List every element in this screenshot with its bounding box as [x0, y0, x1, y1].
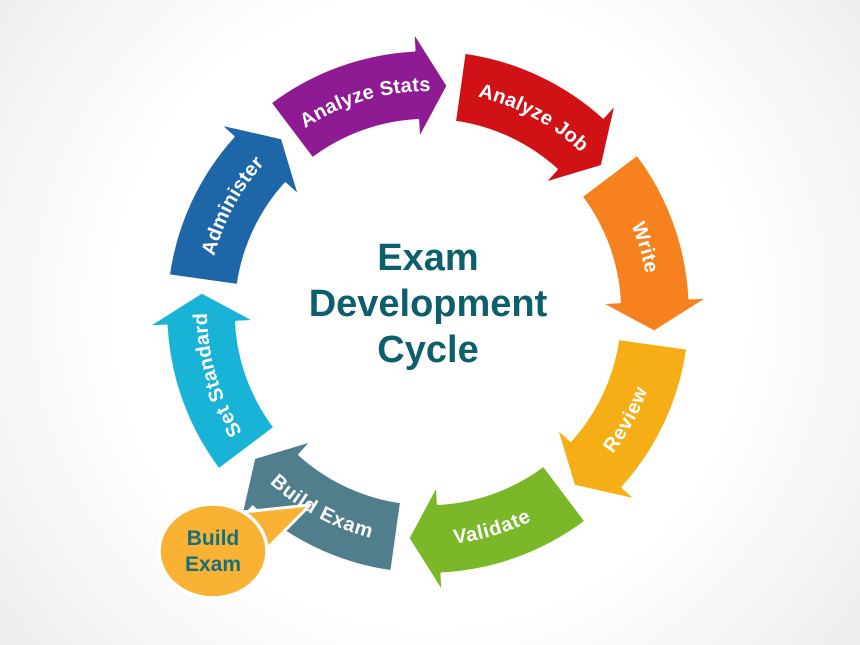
segment-analyze-stats: Analyze Stats — [269, 29, 450, 160]
segment-set-standard: Set Standard — [145, 290, 276, 471]
segment-arrow-validate — [406, 464, 587, 595]
callout-text-line: Exam — [185, 553, 241, 576]
segment-arrow-write — [580, 153, 711, 334]
segment-arrow-administer — [167, 122, 301, 287]
diagram-title-line: Cycle — [377, 329, 478, 371]
callout-text-line: Build — [187, 527, 240, 550]
segment-arrow-analyze-stats — [269, 29, 450, 160]
segment-administer: Administer — [167, 122, 301, 287]
segment-arrow-review — [555, 337, 689, 502]
diagram-title-line: Development — [309, 283, 548, 325]
diagram-title-line: Exam — [377, 237, 478, 279]
callout-bubble — [157, 502, 269, 600]
segment-analyze-job: Analyze Job — [453, 51, 618, 185]
segment-validate: Validate — [406, 464, 587, 595]
segment-arrow-build-exam — [238, 439, 403, 573]
segment-arrow-analyze-job — [453, 51, 618, 185]
segment-write: Write — [580, 153, 711, 334]
segment-arrow-set-standard — [145, 290, 276, 471]
segment-review: Review — [555, 337, 689, 502]
